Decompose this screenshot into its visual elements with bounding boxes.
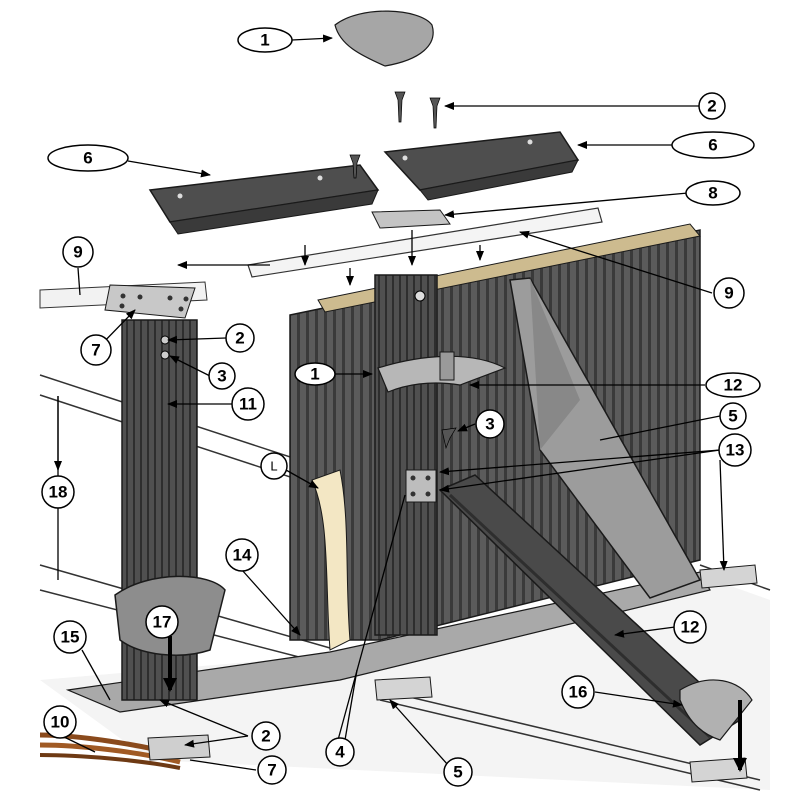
- callout-label: 9: [73, 243, 82, 262]
- bracket-hole: [410, 491, 416, 497]
- callout: 10: [43, 705, 77, 739]
- callout-label: 2: [707, 97, 716, 116]
- callout: 7: [80, 334, 112, 366]
- center-upright-body: [374, 274, 438, 636]
- callout: 12: [705, 372, 761, 398]
- top-plate-left: [39, 281, 208, 319]
- callout: 11: [231, 387, 265, 421]
- callout-label: 7: [91, 341, 100, 360]
- callout-label: 3: [485, 415, 494, 434]
- callout: 12: [673, 610, 707, 644]
- top-cover-piece: [334, 10, 434, 67]
- callout: 2: [251, 721, 281, 751]
- callout-label: 2: [261, 727, 270, 746]
- callout-label: 8: [708, 184, 717, 203]
- mid-cover-post: [439, 351, 455, 381]
- callout-label: 16: [569, 683, 588, 702]
- callout: 3: [475, 409, 505, 439]
- callout: 14: [225, 538, 259, 572]
- brace-upper-shade: [530, 278, 580, 450]
- top-cap-left: [148, 164, 380, 235]
- callout: 17: [145, 605, 179, 639]
- callout-label: L: [270, 459, 277, 474]
- callout-label: 5: [728, 407, 737, 426]
- floor-plate: [65, 571, 711, 713]
- callout-label: 14: [233, 546, 252, 565]
- callout: 2: [698, 92, 726, 120]
- bracket-hole: [410, 475, 416, 481]
- callout-label: 12: [724, 376, 743, 395]
- callout-label: 3: [217, 367, 226, 386]
- callout-label: 12: [681, 618, 700, 637]
- callout-label: 2: [235, 329, 244, 348]
- callout-label: 13: [726, 441, 745, 460]
- callout-label: 4: [335, 743, 345, 762]
- leader-lines: [54, 34, 747, 772]
- callout: 13: [718, 433, 752, 467]
- callout-label: 10: [51, 713, 70, 732]
- callout-label: 1: [310, 365, 319, 384]
- callout: 18: [41, 475, 75, 509]
- callout-label: 6: [708, 136, 717, 155]
- callout: 15: [53, 620, 87, 654]
- callout-label: 7: [267, 761, 276, 780]
- bracket-hole: [425, 491, 431, 497]
- callout: 7: [257, 755, 287, 785]
- bracket-hole: [425, 475, 431, 481]
- callout-label: 5: [453, 763, 462, 782]
- callout-label: 9: [724, 284, 733, 303]
- top-rail-segment: [247, 207, 603, 278]
- base-brackets: [147, 564, 758, 783]
- callout: 1: [237, 27, 293, 53]
- callout-label: 1: [260, 31, 269, 50]
- center-upright: [374, 274, 438, 636]
- callout: 5: [443, 757, 473, 787]
- callout: L: [260, 452, 288, 480]
- upright-hole: [414, 290, 426, 302]
- callout-label: 11: [239, 395, 257, 414]
- top-plate: [104, 284, 196, 319]
- upright-hole: [160, 335, 170, 345]
- callout: 6: [47, 144, 129, 172]
- callout: 1: [294, 362, 336, 386]
- callout: 5: [719, 402, 747, 430]
- callout-label: 6: [83, 149, 92, 168]
- pool-liner: [311, 469, 351, 651]
- callout-label: 17: [153, 613, 172, 632]
- upright-hole: [160, 350, 170, 360]
- brace-shoe: [679, 679, 753, 741]
- screw-icons: [349, 91, 457, 450]
- connector-plate: [371, 209, 451, 229]
- callout-label: 15: [61, 628, 80, 647]
- callout: 9: [713, 277, 745, 309]
- callout: 9: [62, 236, 94, 268]
- callout: 8: [685, 180, 741, 206]
- callout: 4: [325, 737, 355, 767]
- callout: 16: [561, 675, 595, 709]
- callout: 3: [208, 362, 236, 390]
- top-cap-right: [383, 131, 580, 201]
- upright-bracket: [405, 469, 437, 503]
- callout: 2: [225, 323, 255, 353]
- callout-label: 18: [49, 483, 68, 502]
- callout: 6: [671, 131, 755, 159]
